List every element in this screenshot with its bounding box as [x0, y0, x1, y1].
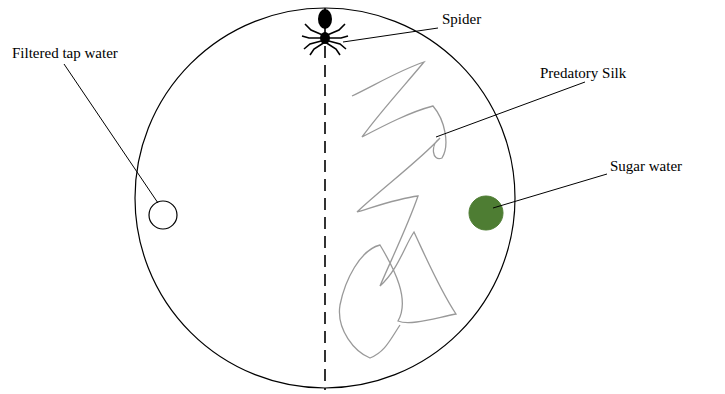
leader-line [436, 82, 585, 137]
part-label: Spider [442, 10, 481, 28]
leader-line [64, 64, 158, 203]
leader-line [493, 174, 607, 208]
spider-figure [302, 9, 348, 55]
part-label: Filtered tap water [12, 44, 118, 62]
predatory-silk [339, 62, 456, 358]
tap-water-drop [149, 201, 177, 229]
sugar-water-drop [469, 196, 503, 230]
divider-line [324, 8, 326, 390]
part-label: Predatory Silk [540, 64, 626, 82]
leader-line [343, 28, 438, 42]
part-label: Sugar water [610, 157, 682, 175]
